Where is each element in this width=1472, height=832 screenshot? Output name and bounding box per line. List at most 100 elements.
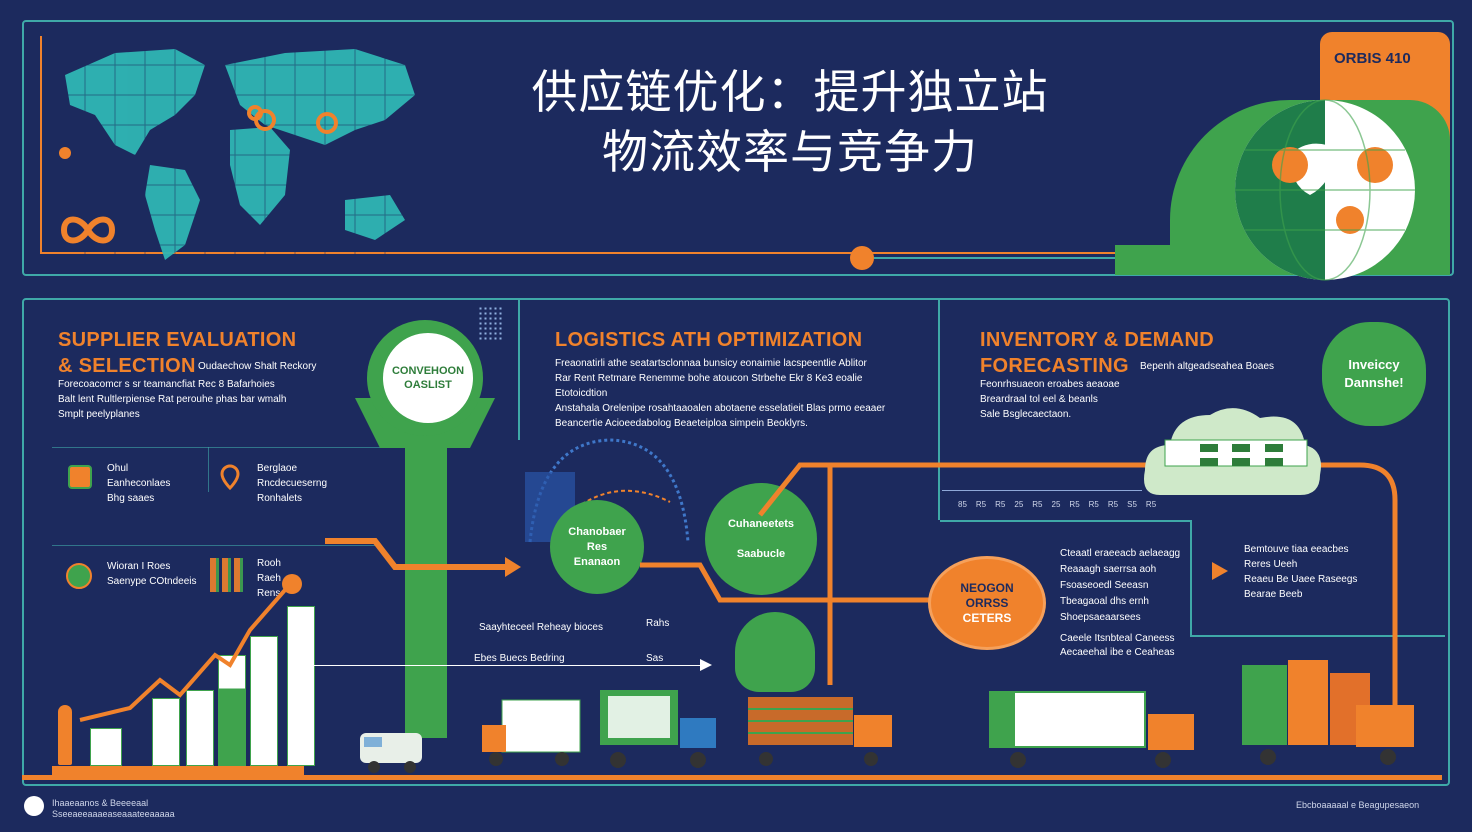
distribution-centers-circle: NEOGON ORRSS CETERS [928,556,1046,650]
inventory-list-2: Caeele Itsnbteal Caneess Aecaeehal ibe e… [1060,632,1175,660]
document-icon [68,465,92,489]
logistics-title: LOGISTICS ATH OPTIMIZATION [555,329,863,351]
supplier-item-3-line: Saenype COtndeeis [107,576,197,587]
supplier-item-4: Rooh Raeh Rens [257,556,281,601]
orange-route-lines [640,462,1398,715]
supplier-item-2-line: Rncdecueserng [257,478,328,489]
inventory-list-3: Bemtouve tiaa eeacbes Reres Ueeh Reaeu B… [1244,542,1357,602]
inventory-list-3-line: Bearae Beeb [1244,589,1303,600]
grid-chart-icon [210,558,246,592]
inventory-title: INVENTORY & DEMAND FORECASTING [980,327,1214,379]
dollar-circle-icon [66,563,92,589]
world-map-icon [55,35,425,265]
page-title-line1: 供应链优化：提升独立站 [531,65,1049,119]
logistics-circle-2-line: Saabucle [736,547,786,560]
inventory-list-1: Cteaatl eraeeacb aelaeagg Reaaagh saerrs… [1060,546,1180,626]
supplier-item-1-line: Eanheconlaes [107,478,171,489]
inventory-desc-line: Breardraal tol eel & beanls [980,394,1098,405]
supplier-item-1: Ohul Eanheconlaes Bhg saaes [107,461,170,506]
warehouse-truck-icon [1242,660,1414,765]
page-title: 供应链优化：提升独立站 物流效率与竞争力 [460,62,1120,182]
divider-5 [1190,635,1445,637]
location-pin-icon [220,464,240,490]
supplier-item-3-line: Wioran I Roes [107,561,171,572]
header-accent-line [40,36,42,252]
supplier-desc: Forecoacomcr s sr teamancfiat Rec 8 Bafa… [58,377,328,422]
funnel-circle-line: CONVEHOON [391,365,465,377]
inventory-list-1-line: Cteaatl eraeeacb aelaeagg [1060,548,1181,559]
distribution-circle-line: CETERS [962,610,1012,625]
supplier-item-4-line: Rens [257,588,281,599]
logistics-circle-1-line: Enanaon [573,555,621,568]
chart-baseline [52,766,304,776]
axis-tick: R5 [1032,500,1043,509]
footer-left: Ihaaeaanos & Beeeeaal Sseeaeeaaaeaseaaat… [52,798,175,820]
axis-tick: R5 [1069,500,1080,509]
badge-text: ORBIS 410 [1334,50,1411,67]
supplier-divider-h1 [52,447,382,448]
orange-arrow-icon [325,538,521,577]
logistics-desc-line: Anstahala Orelenipe rosahtaaoalen abotae… [555,403,886,414]
inventory-list-1-line: Tbeagaoal dhs ernh [1060,596,1149,607]
supplier-item-1-line: Ohul [107,463,129,474]
bar-6 [287,606,315,766]
logistics-circle-1-line: Res [586,540,608,553]
inventory-desc-line: Feonrhsuaeon eroabes aeaoae [980,379,1120,390]
semi-truck-icon [989,691,1194,768]
divider-1 [518,300,520,440]
inventory-list-1-line: Reaaagh saerrsa aoh [1060,564,1157,575]
supplier-desc-line: Forecoacomcr s sr teamancfiat Rec 8 Bafa… [58,379,275,390]
header-dot [850,246,874,270]
logistics-circle-1-line: Chanobaer [568,525,626,538]
supplier-desc-line: Smplt peelyplanes [58,409,140,420]
supplier-item-2-line: Ronhalets [257,493,303,504]
van-icon [360,733,422,773]
logistics-arrow-line [300,665,705,666]
trend-arrow-icon [79,574,302,722]
supplier-title: SUPPLIER EVALUATION & SELECTION [58,327,296,379]
divider-2 [938,300,940,520]
logistics-circle-1: Chanobaer Res Enanaon [550,500,644,594]
axis-tick: 25 [1014,500,1024,509]
funnel-circle-line: OASLIST [404,379,452,391]
distribution-circle-line: ORRSS [965,595,1009,610]
footer-right: Ebcboaaaaal e Beagupesaeon [1296,800,1420,810]
supplier-desc-line: Balt lent Rultlerpiense Rat perouhe phas… [58,394,287,405]
bar-3 [186,690,214,766]
supplier-divider-v [208,447,209,492]
inventory-subtitle: Bepenh altgeadseahea Boaes [1140,361,1275,372]
axis-tick: R5 [1145,500,1157,509]
header-accent-bottom [40,252,1120,254]
divider-4 [1190,520,1192,635]
supplier-item-2: Berglaoe Rncdecueserng Ronhalets [257,461,327,506]
inventory-desc: Feonrhsuaeon eroabes aeaoae Breardraal t… [980,377,1130,422]
inventory-list-3-line: Bemtouve tiaa eeacbes [1244,544,1349,555]
logistics-desc-line: Rar Rent Retmare Renemme bohe atoucon St… [555,373,863,399]
axis-tick: R5 [995,500,1006,509]
header-connector-line [874,257,1164,259]
inventory-demand-badge: Inveiccy Dannshe! [1322,322,1426,426]
inventory-list-2-line: Aecaeehal ibe e Ceaheas [1060,647,1175,658]
footer-left-line: Sseeaeeaaaeaseaaateeaaaaa [52,809,175,819]
logistics-circle-2: Cuhaneetets Saabucle [705,483,817,595]
supplier-subtitle: Oudaechow Shalt Reckory [198,361,317,372]
inventory-list-3-line: Reaeu Be Uaee Raseegs [1244,574,1358,585]
footer-left-line: Ihaaeaanos & Beeeeaal [52,798,149,808]
logistics-desc-line: Beancertie Acioeedabolog Beaeteiploa sim… [555,418,808,429]
dotted-grid-icon [478,306,504,340]
axis-tick: 25 [1051,500,1061,509]
axis-tick: R5 [1107,500,1119,509]
bar-4 [218,655,246,766]
axis-tick: R5 [1088,500,1099,509]
supplier-item-4-line: Rooh [257,558,281,569]
inventory-badge-line: Dannshe! [1344,375,1404,390]
worker-figure-icon [58,705,72,765]
cloud-warehouse-icon [1144,408,1321,495]
arrow-right-icon [700,659,712,671]
logistics-label-2: Ebes Buecs Bedring [474,653,565,664]
logistics-label-1: Saayhteceel Reheay bioces [479,622,603,633]
inventory-title-line2: FORECASTING [980,355,1129,377]
inventory-list-1-line: Fsoaseoedl Seeasn [1060,580,1149,591]
axis-tick: R5 [975,500,987,509]
header-frame [22,20,1454,276]
